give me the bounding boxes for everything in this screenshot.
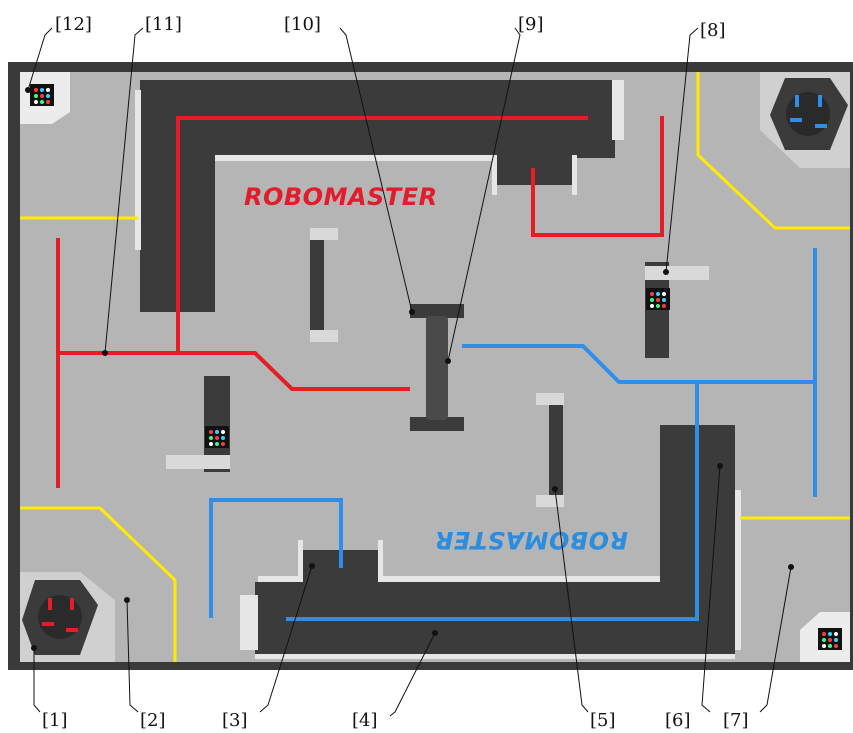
leader-lines: [27, 27, 792, 717]
dot-7: [788, 564, 794, 570]
center-bar-bottom: [410, 417, 464, 431]
dot-6: [717, 463, 723, 469]
obstacle-bottom-l-cap: [240, 595, 258, 650]
supply-led-left: [205, 426, 229, 448]
leader-10: [339, 27, 413, 313]
callout-10: [10]: [284, 14, 321, 35]
obstacle-top-l-notch-edge-1: [492, 155, 497, 195]
leader-8: [665, 27, 699, 273]
dot-11: [102, 350, 108, 356]
yellow-line-left-bottom: [20, 506, 177, 662]
supply-led-top-left-corner: [30, 84, 54, 106]
blue-line-bottom-left: [209, 498, 343, 618]
supply-led-right: [646, 288, 670, 310]
callout-1: [1]: [42, 710, 68, 731]
dot-1: [31, 645, 37, 651]
obstacle-top-l-notch-edge-2: [572, 155, 577, 195]
callout-8: [8]: [700, 20, 726, 41]
leader-6: [701, 465, 721, 713]
leader-5: [554, 488, 589, 713]
obstacle-bottom-l-notch-edge-2: [378, 540, 383, 582]
callout-2: [2]: [140, 710, 166, 731]
obstacle-bottom-l-notch-edge-1: [298, 540, 303, 582]
logo-blue-rotated: ROBOMASTER: [434, 526, 628, 554]
dot-12: [25, 87, 31, 93]
callout-7: [7]: [723, 710, 749, 731]
red-line-main: [58, 351, 410, 391]
dot-2: [124, 597, 130, 603]
pillar-lower-right-cap-bottom: [536, 495, 564, 507]
callout-9: [9]: [518, 14, 544, 35]
pillar-lower-right: [549, 393, 563, 505]
logo-red: ROBOMASTER: [244, 183, 438, 211]
red-line-top-right: [531, 116, 664, 237]
callout-12: [12]: [55, 14, 92, 35]
dot-9: [445, 358, 451, 364]
dot-3: [309, 563, 315, 569]
pillar-upper-left: [310, 228, 324, 340]
leader-1: [33, 648, 41, 713]
obstacle-top-l-ledge-1: [215, 155, 495, 161]
supply-obstacle-right-cap: [645, 266, 709, 280]
leader-9: [447, 27, 521, 362]
obstacle-bottom-l-ledge-1: [258, 576, 660, 582]
obstacle-bottom-l-bar: [255, 654, 735, 659]
dot-8: [663, 269, 669, 275]
yellow-line-right-top: [696, 72, 850, 230]
obstacle-top-l-ledge-2: [135, 90, 141, 250]
blue-line-branch: [286, 382, 699, 621]
pillar-upper-left-cap-top: [310, 228, 338, 240]
base-blue: [770, 78, 848, 150]
pillar-upper-left-cap-bottom: [310, 330, 338, 342]
dot-10: [409, 309, 415, 315]
leader-dots: [25, 87, 794, 651]
leader-12: [27, 27, 53, 91]
leader-4: [389, 632, 436, 717]
callout-6: [6]: [665, 710, 691, 731]
base-red: [22, 580, 98, 655]
center-shaft: [426, 316, 448, 420]
callout-3: [3]: [222, 710, 248, 731]
obstacle-top-l-cap: [612, 80, 624, 140]
obstacle-bottom-l-ledge-2: [735, 490, 741, 650]
leader-11: [104, 27, 144, 354]
supply-led-bottom-right-corner: [818, 628, 842, 650]
dot-4: [432, 630, 438, 636]
leader-7: [759, 566, 792, 713]
center-bar-top: [410, 304, 464, 318]
callout-5: [5]: [590, 710, 616, 731]
dot-5: [552, 486, 558, 492]
blue-line-main: [462, 344, 815, 384]
callout-11: [11]: [145, 14, 182, 35]
leader-2: [126, 599, 139, 713]
leader-3: [259, 565, 313, 713]
pillar-lower-right-cap-top: [536, 393, 564, 405]
red-line-branch: [176, 116, 588, 353]
supply-obstacle-left-cap: [166, 455, 230, 469]
callout-4: [4]: [352, 710, 378, 731]
